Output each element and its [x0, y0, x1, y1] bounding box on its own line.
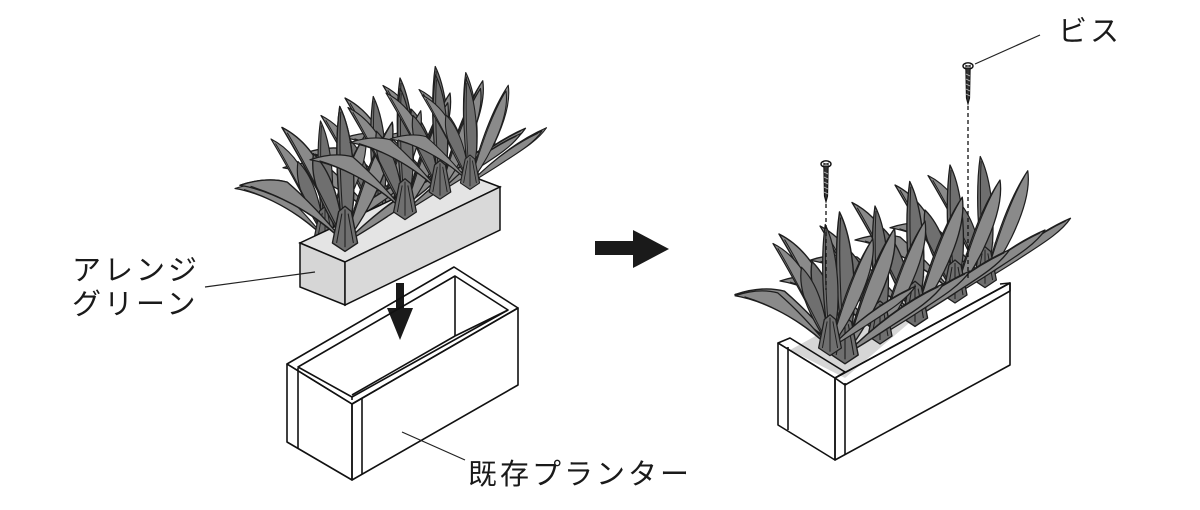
installed-planter	[734, 155, 1072, 461]
label-existing-planter: 既存プランター	[468, 457, 693, 491]
label-screw: ビス	[1058, 14, 1123, 48]
arrow-down-icon	[387, 283, 413, 340]
arrow-right-icon	[595, 230, 669, 268]
screw-icon	[820, 160, 832, 290]
existing-planter-empty	[286, 266, 519, 481]
arrange-green-unit	[234, 65, 548, 307]
label-arrange-green-line2: グリーン	[72, 287, 199, 321]
foliage-right	[734, 155, 1072, 365]
screw-icon	[962, 62, 974, 280]
label-arrange-green: アレンジ グリーン	[72, 253, 200, 321]
leader-line-screw	[974, 34, 1041, 65]
leader-line-arrange-green	[204, 271, 316, 288]
leader-line-existing-planter	[401, 431, 466, 461]
label-arrange-green-line1: アレンジ	[72, 253, 201, 287]
